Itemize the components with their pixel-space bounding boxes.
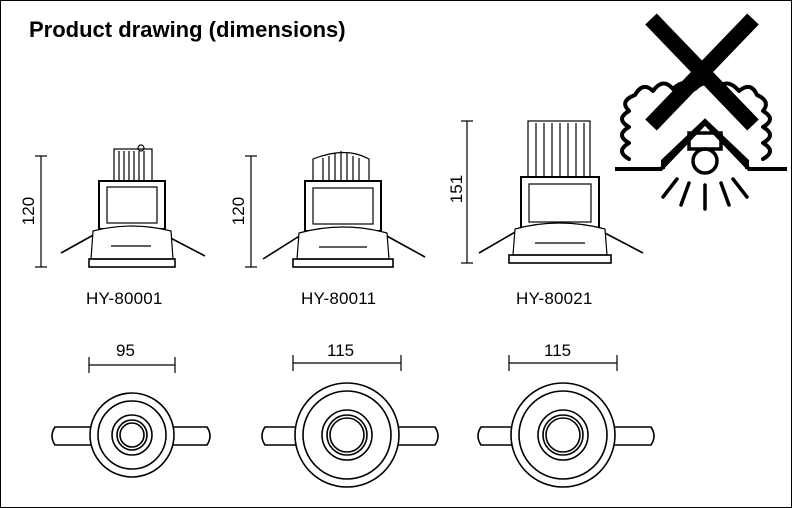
model-label-3: HY-80021 [516,289,593,308]
no-insulation-cover-icon [615,13,787,211]
page-title: Product drawing (dimensions) [29,17,346,42]
width-dim-2: 115 [327,341,355,360]
side-view-1 [35,144,206,268]
model-label-2: HY-80011 [301,289,377,308]
side-view-3 [461,120,644,264]
width-dim-3: 115 [544,341,572,360]
side-view-2 [245,151,426,268]
bottom-view-2 [261,382,439,488]
model-label-1: HY-80001 [86,289,163,308]
width-dim-lines [88,355,618,373]
bottom-view-1 [51,392,211,478]
bottom-view-3 [477,382,655,488]
width-dim-1: 95 [116,341,135,360]
